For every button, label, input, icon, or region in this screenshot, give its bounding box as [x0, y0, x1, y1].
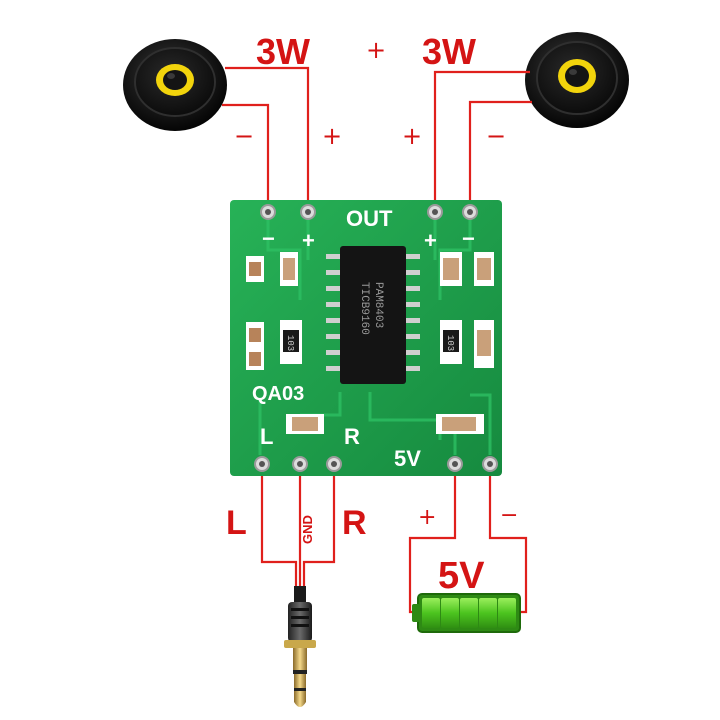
audio-gnd-label: GND — [300, 515, 315, 544]
output-pads — [260, 204, 478, 220]
power-silk: 5V — [394, 446, 421, 471]
chip-line1: PAM8403 — [372, 282, 384, 328]
center-plus-sign: + — [366, 36, 386, 64]
left-speaker-power-label: 3W — [256, 31, 310, 72]
right-speaker-power-label: 3W — [422, 31, 476, 72]
wire-left-speaker-plus — [225, 66, 310, 210]
out-plus-right: + — [424, 228, 437, 253]
resistor-label-left: 103 — [285, 335, 295, 351]
smd-components-bottom — [286, 414, 484, 434]
input-pads — [254, 456, 498, 472]
right-speaker — [525, 32, 629, 128]
resistor-label-right: 103 — [445, 335, 455, 351]
power-plus-sign: + — [418, 505, 436, 530]
out-label: OUT — [346, 206, 393, 231]
wire-input-right — [302, 470, 336, 590]
amplifier-chip: PAM8403 TICB9160 — [326, 246, 420, 384]
power-voltage-label: 5V — [438, 555, 485, 597]
audio-right-label: R — [342, 504, 367, 542]
wire-input-left — [260, 470, 298, 590]
audio-jack-plug — [284, 586, 316, 707]
amplifier-board: OUT − + + − QA03 L R 5V — [230, 200, 502, 476]
chip-line2: TICB9160 — [358, 282, 370, 335]
out-minus-right: − — [462, 226, 475, 251]
power-minus-sign: − — [500, 503, 518, 528]
audio-left-label: L — [226, 504, 247, 542]
left-speaker-plus-sign: + — [322, 122, 342, 150]
wire-right-speaker-plus — [433, 70, 530, 210]
out-minus-left: − — [262, 226, 275, 251]
wire-left-speaker-minus — [222, 103, 270, 210]
out-plus-left: + — [302, 228, 315, 253]
input-r-silk: R — [344, 424, 360, 449]
wire-power-minus — [488, 470, 528, 614]
smd-components-left: 103 — [246, 252, 302, 370]
left-speaker — [123, 39, 227, 131]
left-speaker-minus-sign: − — [234, 122, 254, 150]
wires — [222, 66, 532, 614]
wire-right-speaker-minus — [468, 100, 532, 210]
right-speaker-plus-sign: + — [402, 122, 422, 150]
right-speaker-minus-sign: − — [486, 122, 506, 150]
smd-components-right: 103 — [440, 252, 494, 368]
input-l-silk: L — [260, 424, 273, 449]
battery-icon — [412, 593, 521, 633]
model-label: QA03 — [252, 383, 304, 405]
